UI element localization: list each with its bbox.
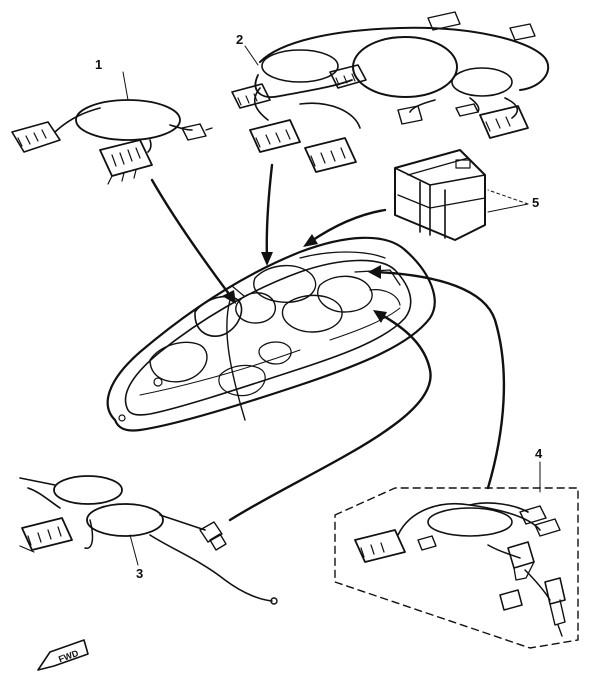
callout-part-5: 5 [532, 195, 540, 210]
boat-hull [106, 236, 436, 432]
wire-harness-1 [11, 99, 213, 185]
wire-harness-3 [19, 475, 278, 605]
battery-box-5 [394, 149, 486, 241]
coupler-icon [99, 139, 153, 185]
forward-direction-icon: FWD [37, 639, 89, 671]
fwd-label: FWD [57, 648, 80, 665]
small-connector-icon [181, 123, 213, 141]
small-connector-icon [397, 103, 479, 125]
coupler-icon [479, 105, 529, 139]
callout-part-1: 1 [95, 57, 103, 72]
small-connector-icon [417, 505, 561, 551]
callout-part-2: 2 [236, 32, 244, 47]
coupler-icon [304, 137, 357, 173]
callout-part-4: 4 [535, 446, 543, 461]
coupler-icon [11, 121, 61, 153]
sensor-plug-icon [507, 541, 535, 581]
coupler-icon [427, 11, 536, 41]
routing-arrows [150, 163, 506, 522]
sensor-assembly-4 [334, 487, 579, 649]
callout-part-3: 3 [136, 566, 144, 581]
coupler-icon [19, 517, 73, 553]
coupler-icon [329, 64, 367, 89]
coupler-icon [249, 119, 301, 153]
main-harness-2 [231, 11, 550, 173]
callout-leaders [122, 45, 541, 566]
coupler-icon [231, 83, 271, 109]
spark-sensor-icon [544, 577, 566, 637]
coupler-icon [354, 529, 406, 563]
connector-pair-icon [199, 521, 227, 551]
clip-icon [499, 589, 523, 611]
